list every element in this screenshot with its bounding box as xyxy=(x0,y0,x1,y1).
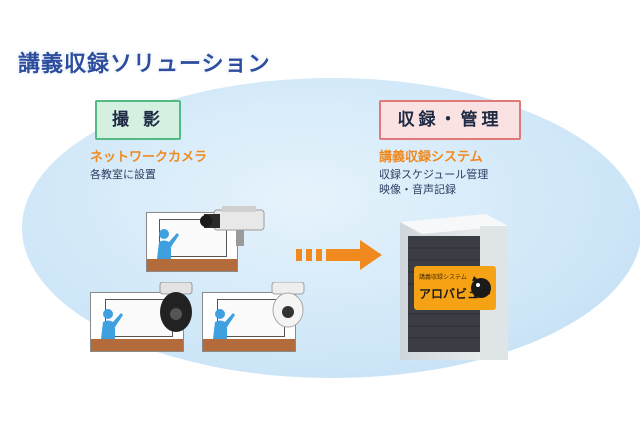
recording-system-heading: 講義収録システム xyxy=(379,150,483,165)
teacher-icon xyxy=(101,309,123,339)
box-camera-icon xyxy=(200,206,265,246)
teacher-icon xyxy=(213,309,235,339)
network-camera-desc: 各教室に設置 xyxy=(90,168,156,181)
shooting-tag: 撮 影 xyxy=(95,100,181,140)
recording-tag: 収録・管理 xyxy=(379,100,521,140)
recording-system-desc-1: 収録スケジュール管理 xyxy=(379,168,489,181)
podium xyxy=(147,259,237,271)
system-logo: 講義収録システム アロバビュー xyxy=(414,266,496,310)
network-camera-heading: ネットワークカメラ xyxy=(90,150,208,165)
logo-subtitle: 講義収録システム xyxy=(419,274,467,281)
dome-camera-icon xyxy=(159,282,193,332)
recording-system-desc-2: 映像・音声記録 xyxy=(379,183,456,196)
mascot-icon xyxy=(471,276,491,298)
podium xyxy=(91,339,183,351)
whiteboard xyxy=(217,299,285,337)
arrow-right-icon xyxy=(296,240,382,270)
podium xyxy=(203,339,295,351)
page-title: 講義収録ソリューション xyxy=(18,52,271,77)
white-dome-camera-icon xyxy=(271,282,305,328)
teacher-icon xyxy=(157,229,179,259)
